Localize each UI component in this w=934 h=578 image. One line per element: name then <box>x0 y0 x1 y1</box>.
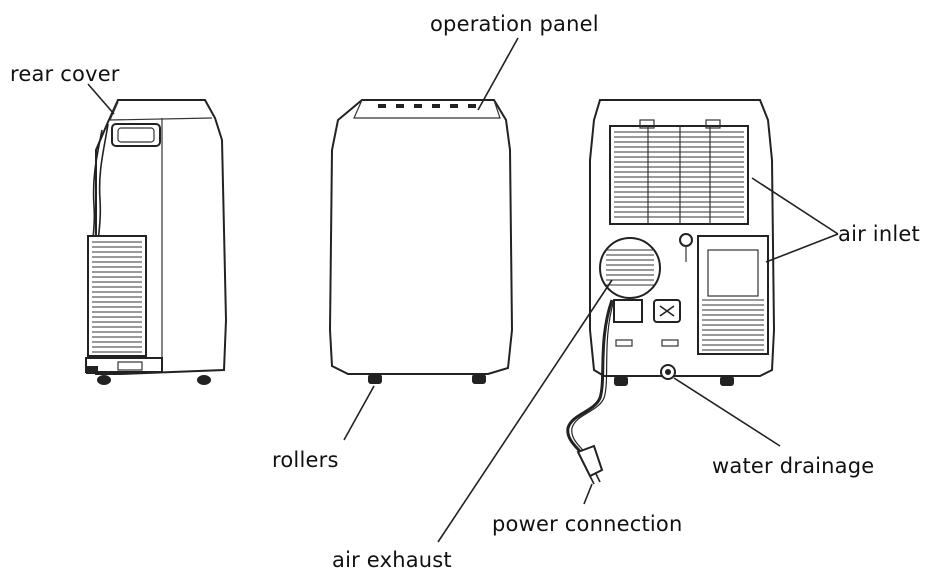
label-water-drainage: water drainage <box>712 454 875 478</box>
panel-button <box>414 104 422 108</box>
label-air-inlet: air inlet <box>838 222 920 246</box>
label-rollers: rollers <box>272 448 339 472</box>
panel-button <box>396 104 404 108</box>
panel-button <box>432 104 440 108</box>
panel-button <box>450 104 458 108</box>
side-view <box>85 99 228 385</box>
label-air-exhaust: air exhaust <box>332 548 452 572</box>
front-view <box>328 99 514 384</box>
leader-lines <box>87 37 839 543</box>
rear-view <box>566 99 776 485</box>
label-power-connection: power connection <box>492 512 683 536</box>
label-rear-cover: rear cover <box>10 62 120 86</box>
panel-button <box>468 104 476 108</box>
panel-button <box>378 104 386 108</box>
label-operation-panel: operation panel <box>430 12 599 36</box>
